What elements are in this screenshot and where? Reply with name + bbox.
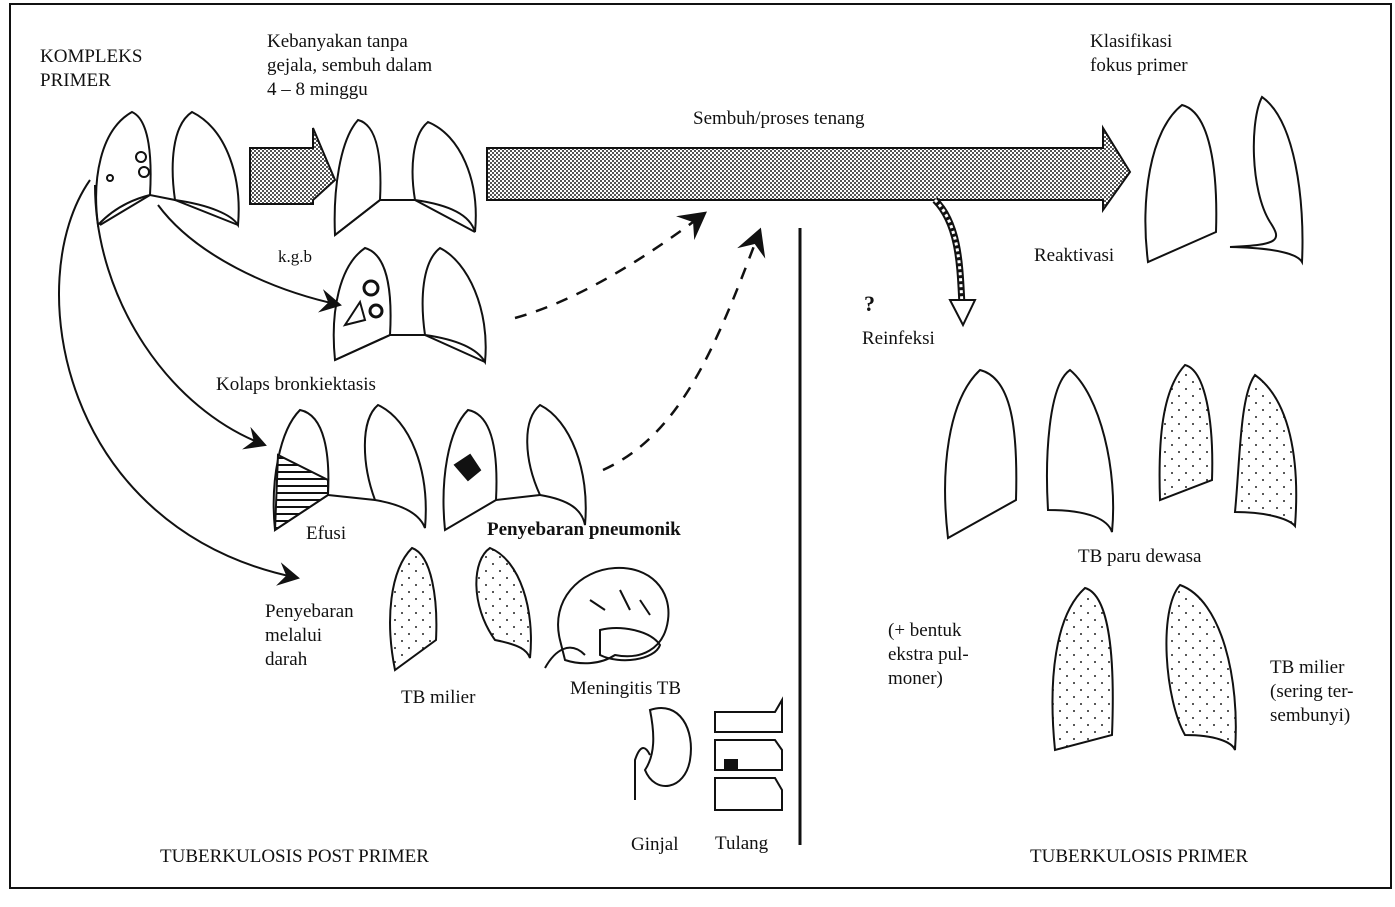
label-kompleks-primer: KOMPLEKS PRIMER xyxy=(40,45,142,93)
label-tb-milier-right: TB milier (sering ter- sembunyi) xyxy=(1270,656,1354,728)
brain-drawing xyxy=(545,568,668,668)
label-meningitis: Meningitis TB xyxy=(570,677,681,701)
reactivation-arrow xyxy=(935,200,962,305)
label-pneumonik: Penyebaran pneumonik xyxy=(487,518,681,542)
label-bentuk-ekstra: (+ bentuk ekstra pul- moner) xyxy=(888,619,969,691)
lungs-pneumonik xyxy=(444,405,586,530)
lungs-klasifikasi xyxy=(1145,97,1302,262)
label-tb-milier-left: TB milier xyxy=(401,686,475,710)
label-ginjal: Ginjal xyxy=(631,833,679,857)
label-tb-paru-dewasa: TB paru dewasa xyxy=(1078,545,1201,569)
small-stipple-arrow xyxy=(250,128,335,204)
arrow-to-kgb xyxy=(158,205,340,305)
label-tulang: Tulang xyxy=(715,832,768,856)
label-klasifikasi: Klasifikasi fokus primer xyxy=(1090,30,1188,78)
arrow-to-efusi xyxy=(95,185,265,445)
label-penyebaran-darah: Penyebaran melalui darah xyxy=(265,600,354,672)
kidney-drawing xyxy=(635,708,691,800)
lungs-dewasa xyxy=(945,365,1296,538)
label-sembuh: Sembuh/proses tenang xyxy=(693,107,865,131)
label-reinfeksi: Reinfeksi xyxy=(862,327,935,351)
label-question: ? xyxy=(864,292,875,316)
label-tb-post-primer: TUBERKULOSIS POST PRIMER xyxy=(160,845,429,869)
label-efusi: Efusi xyxy=(306,522,346,546)
lungs-kgb xyxy=(334,248,486,362)
label-tb-primer: TUBERKULOSIS PRIMER xyxy=(1030,845,1248,869)
big-stipple-arrow xyxy=(487,128,1130,210)
spine-drawing xyxy=(715,700,782,810)
lungs-milier-right xyxy=(1053,585,1236,750)
lungs-efusi xyxy=(274,405,426,530)
label-kebanyakan: Kebanyakan tanpa gejala, sembuh dalam 4 … xyxy=(267,30,432,102)
label-reaktivasi: Reaktivasi xyxy=(1034,244,1114,268)
label-kolaps: Kolaps bronkiektasis xyxy=(216,373,376,397)
label-kgb: k.g.b xyxy=(278,245,312,269)
lungs-sembuh xyxy=(335,120,476,235)
dashed-arrows xyxy=(515,213,760,470)
lungs-kompleks-primer xyxy=(96,112,239,225)
lungs-milier-left xyxy=(390,548,531,670)
